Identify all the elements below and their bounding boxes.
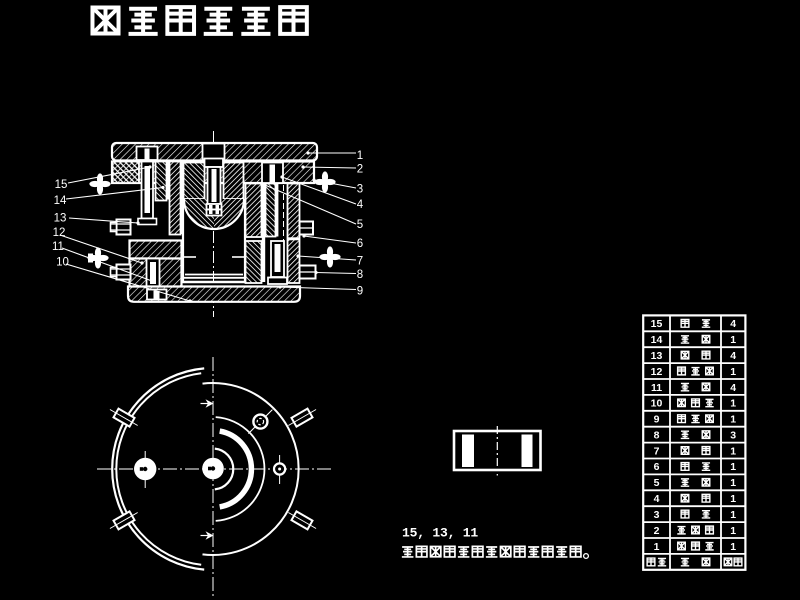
svg-text:2: 2 bbox=[654, 525, 660, 537]
svg-text:1: 1 bbox=[730, 414, 736, 426]
svg-text:4: 4 bbox=[730, 382, 736, 394]
svg-text:2: 2 bbox=[357, 164, 363, 176]
svg-text:4: 4 bbox=[654, 493, 660, 505]
svg-text:1: 1 bbox=[357, 150, 363, 162]
svg-text:4: 4 bbox=[730, 318, 736, 330]
svg-text:1: 1 bbox=[730, 334, 736, 346]
svg-text:13: 13 bbox=[54, 213, 67, 225]
svg-text:1: 1 bbox=[730, 398, 736, 410]
svg-text:11: 11 bbox=[52, 241, 64, 253]
svg-text:1: 1 bbox=[730, 509, 736, 521]
svg-text:9: 9 bbox=[654, 414, 660, 426]
svg-text:3: 3 bbox=[357, 184, 363, 196]
svg-text:1: 1 bbox=[730, 525, 736, 537]
svg-text:1: 1 bbox=[730, 445, 736, 457]
svg-text:4: 4 bbox=[730, 350, 736, 362]
svg-text:1: 1 bbox=[730, 541, 736, 553]
svg-text:14: 14 bbox=[54, 195, 67, 207]
svg-text:15: 15 bbox=[55, 179, 68, 191]
svg-text:1: 1 bbox=[730, 461, 736, 473]
svg-text:8: 8 bbox=[654, 429, 660, 441]
svg-text:10: 10 bbox=[651, 398, 663, 410]
svg-text:6: 6 bbox=[654, 461, 660, 473]
svg-text:1: 1 bbox=[730, 366, 736, 378]
svg-text:3: 3 bbox=[730, 429, 736, 441]
svg-text:5: 5 bbox=[654, 477, 660, 489]
svg-text:15, 13, 11: 15, 13, 11 bbox=[402, 526, 478, 541]
svg-text:13: 13 bbox=[651, 350, 663, 362]
svg-text:14: 14 bbox=[651, 334, 663, 346]
svg-text:12: 12 bbox=[651, 366, 663, 378]
svg-text:9: 9 bbox=[357, 286, 363, 298]
svg-text:10: 10 bbox=[56, 257, 69, 269]
svg-text:7: 7 bbox=[654, 445, 660, 457]
svg-text:4: 4 bbox=[357, 199, 364, 211]
svg-text:7: 7 bbox=[357, 256, 363, 268]
svg-text:15: 15 bbox=[651, 318, 663, 330]
svg-text:5: 5 bbox=[357, 219, 363, 231]
svg-text:1: 1 bbox=[730, 493, 736, 505]
svg-text:3: 3 bbox=[654, 509, 660, 521]
svg-text:11: 11 bbox=[651, 382, 662, 394]
svg-text:1: 1 bbox=[730, 477, 736, 489]
svg-text:6: 6 bbox=[357, 238, 363, 250]
svg-text:8: 8 bbox=[357, 269, 363, 281]
svg-text:1: 1 bbox=[654, 541, 660, 553]
svg-text:12: 12 bbox=[53, 227, 66, 239]
